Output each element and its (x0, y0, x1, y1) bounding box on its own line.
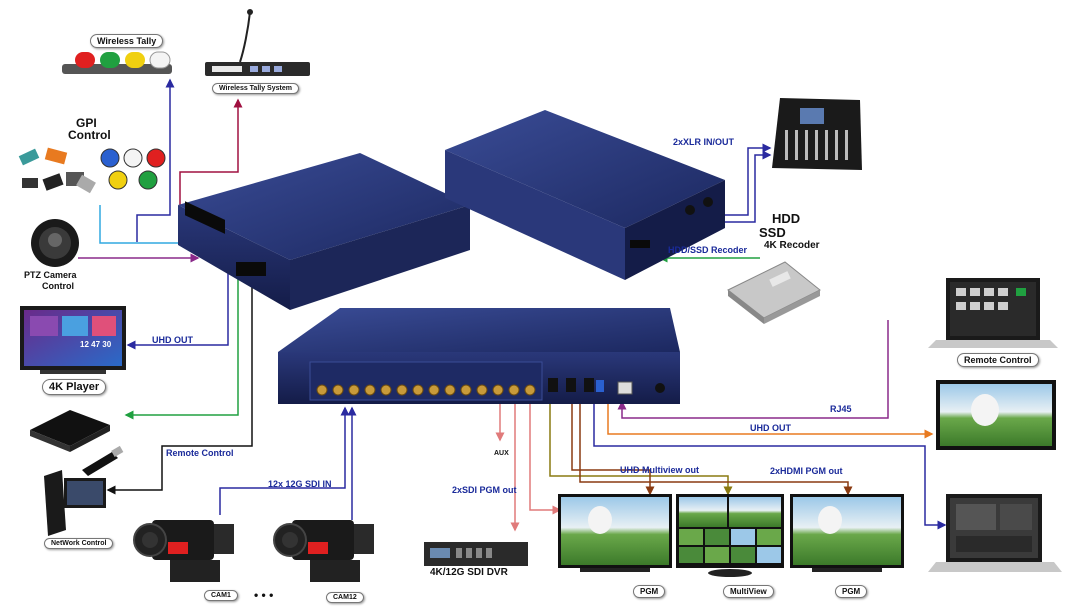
line-hdmi-1 (571, 400, 655, 496)
pc-tower-icon (44, 470, 106, 536)
hdd-ssd-label: HDD/SSD Recoder (668, 245, 748, 255)
connector-icon (18, 147, 96, 194)
line-tally (136, 78, 175, 242)
line-xlr-2 (705, 150, 772, 223)
pgm-right-label: PGM (835, 585, 868, 598)
recorder-4k-title: 4K Recoder (764, 240, 820, 251)
tally-light-icon (62, 51, 172, 74)
gpi-label-line1: GPI (76, 116, 97, 130)
cam12-label: CAM12 (326, 592, 364, 603)
line-rj45 (617, 320, 889, 419)
aux-label: AUX (494, 450, 509, 457)
laptop-icon (928, 494, 1062, 572)
line-tally-system (179, 98, 243, 210)
ptz-label-line1: PTZ Camera (24, 270, 77, 280)
line-hdmi-2 (579, 400, 853, 496)
switcher-rear-panel (278, 308, 680, 404)
switcher-chassis-front (178, 153, 470, 310)
monitor-icon (20, 306, 126, 374)
gpi-control (18, 147, 166, 194)
wireless-tally-label: Wireless Tally (90, 34, 164, 48)
remote-control-right-label: Remote Control (957, 353, 1039, 367)
sdi-in-label: 12x 12G SDI IN (268, 479, 332, 489)
wireless-tally (62, 51, 172, 74)
microphone-icon (239, 9, 253, 63)
line-sdi-pgm-2 (529, 400, 562, 515)
dvr-icon (424, 542, 528, 566)
line-network (106, 275, 253, 495)
line-xlr-1 (705, 143, 772, 216)
ssd-icon (727, 261, 821, 324)
uhd-out-right-label: UHD OUT (750, 423, 791, 433)
ssd-title: SSD (759, 225, 786, 240)
bnc-connectors (316, 384, 536, 396)
pgm-left-label: PGM (633, 585, 666, 598)
multiview-monitor (676, 494, 784, 577)
line-hdd (124, 270, 239, 420)
uhd-multiview-out-label: UHD Multiview out (620, 465, 699, 475)
line-laptop-bottom (593, 400, 947, 530)
player-time-readout: 12 47 30 (80, 340, 112, 349)
cam1-label: CAM1 (204, 590, 238, 601)
player-4k-label: 4K Player (42, 379, 107, 395)
multiview-label: MultiView (723, 585, 774, 598)
wireless-tally-system-label: Wireless Tally System (212, 83, 299, 94)
line-uhd-out-right (607, 400, 934, 439)
camera-dots: • • • (254, 588, 274, 602)
line-multiview (549, 400, 733, 496)
camera-icon (133, 520, 234, 582)
network-control-label: NetWork Control (44, 538, 114, 549)
remote-control-left-label: Remote Control (166, 448, 234, 458)
hdmi-pgm-out-label: 2xHDMI PGM out (770, 466, 843, 476)
uhd-tv (936, 380, 1056, 450)
ptz-label-line2: Control (42, 281, 74, 291)
joystick-icon (31, 219, 79, 267)
camera-icon (273, 520, 374, 582)
laptop-icon (928, 278, 1058, 348)
connection-lines (78, 78, 947, 532)
hdd-icon (30, 410, 110, 452)
uhd-out-left-label: UHD OUT (152, 335, 193, 345)
sdi-dvr-label: 4K/12G SDI DVR (430, 567, 508, 578)
audio-mixer-icon (772, 98, 862, 170)
gpi-label-line2: Control (68, 128, 111, 142)
pgm-monitor-left (558, 494, 672, 572)
xlr-label: 2xXLR IN/OUT (673, 137, 735, 147)
usb-stick-icon (82, 445, 124, 476)
line-sdi-in-cam1 (219, 406, 350, 515)
pgm-monitor-right (790, 494, 904, 572)
rj45-label: RJ45 (830, 404, 852, 414)
hdd-title: HDD (772, 211, 801, 226)
sdi-pgm-out-label: 2xSDI PGM out (452, 485, 517, 495)
switcher-chassis-back (445, 110, 725, 280)
wireless-tally-system (205, 9, 310, 76)
line-gpi (99, 205, 200, 248)
line-uhd-out-left (126, 268, 229, 350)
gpi-button-icon (100, 148, 166, 190)
